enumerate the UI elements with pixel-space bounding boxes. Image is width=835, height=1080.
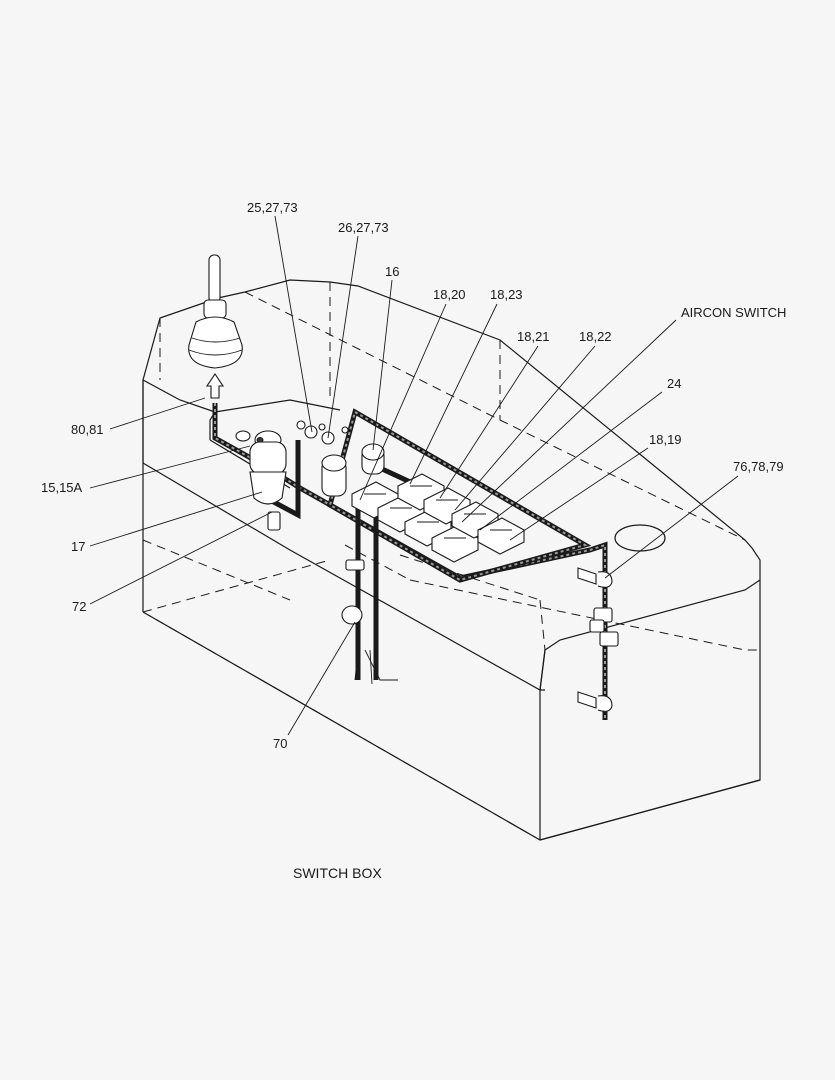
callout-26-27-73: 26,27,73 [338,220,389,235]
callout-24: 24 [667,376,681,391]
callout-18-23: 18,23 [490,287,523,302]
diagram-caption: SWITCH BOX [293,865,382,881]
switch-box-outline [142,279,761,841]
joystick [188,254,243,399]
callout-18-20: 18,20 [433,287,466,302]
callout-labels: 25,27,73 26,27,73 16 18,20 18,23 AIRCON … [41,200,786,751]
callout-18-22: 18,22 [579,329,612,344]
callout-18-21: 18,21 [517,329,550,344]
rocker-switches [351,473,525,563]
callout-25-27-73: 25,27,73 [247,200,298,215]
callout-aircon-switch: AIRCON SWITCH [681,305,786,320]
leader-lines [89,215,739,736]
callout-76-78-79: 76,78,79 [733,459,784,474]
callout-17: 17 [71,539,85,554]
callout-16: 16 [385,264,399,279]
callout-18-19: 18,19 [649,432,682,447]
callout-72: 72 [72,599,86,614]
callout-80-81: 80,81 [71,422,104,437]
side-connectors [577,567,619,712]
switch-panel [235,420,525,563]
callout-70: 70 [273,736,287,751]
callout-15-15a: 15,15A [41,480,83,495]
